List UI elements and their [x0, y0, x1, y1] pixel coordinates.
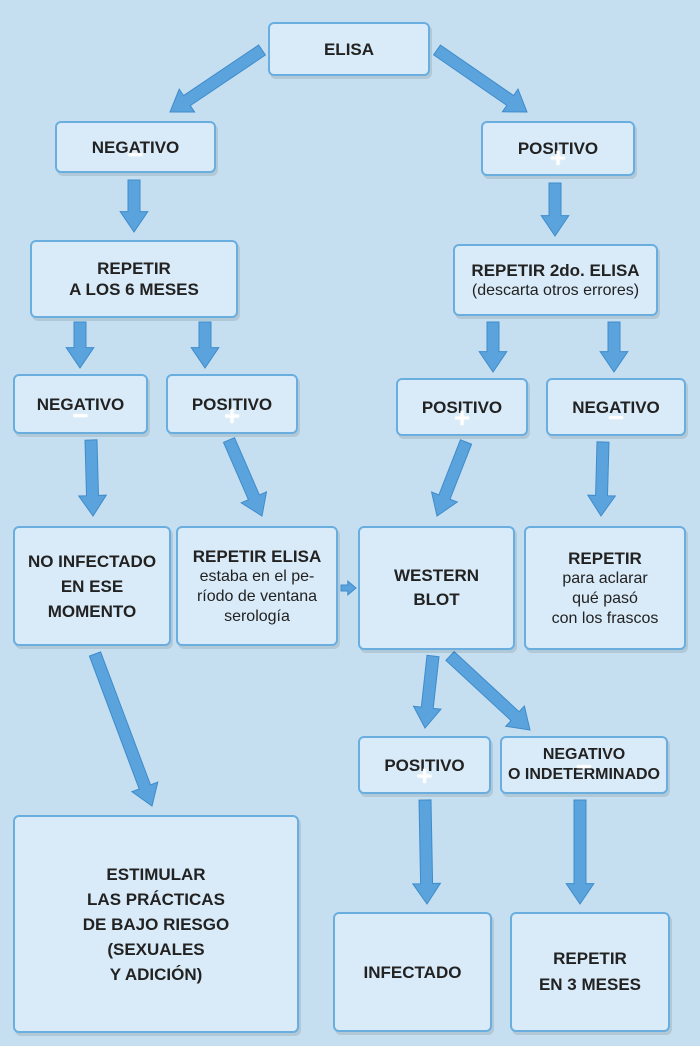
plus-sign-icon: +	[416, 760, 433, 791]
minus-sign-icon: −	[72, 400, 89, 431]
plus-sign-icon: +	[549, 142, 567, 173]
node-positivo-3: POSITIVO +	[396, 378, 528, 436]
node-negativo-2: NEGATIVO −	[13, 374, 148, 434]
arrow-western-blot-to-negativo	[445, 650, 531, 731]
arrow-positivo-to-infectado	[411, 799, 442, 905]
arrow-repetir-2do-to-negativo	[599, 321, 629, 373]
node-elisa: ELISA	[268, 22, 430, 76]
arrow-positivo-to-repetir-elisa	[222, 436, 268, 517]
minus-sign-icon: −	[607, 402, 625, 433]
arrow-positivo-to-western-blot	[430, 439, 473, 517]
node-repetir-2do-elisa: REPETIR 2do. ELISA (descarta otros error…	[453, 244, 658, 316]
node-positivo-2-title: POSITIVO	[191, 394, 273, 414]
node-estimular-title: ESTIMULAR LAS PRÁCTICAS DE BAJO RIESGO (…	[82, 864, 230, 984]
node-infectado: INFECTADO	[333, 912, 492, 1032]
minus-sign-icon: −	[575, 751, 593, 782]
arrow-elisa-to-positivo	[432, 44, 528, 113]
node-repetir-elisa: REPETIR ELISA estaba en el pe- ríodo de …	[176, 526, 338, 646]
node-no-infectado-title: NO INFECTADO EN ESE MOMENTO	[27, 551, 157, 621]
node-repetir-2do-elisa-title: REPETIR 2do. ELISA	[471, 260, 640, 280]
node-positivo-3-title: POSITIVO	[421, 397, 503, 417]
node-negativo-2-title: NEGATIVO	[36, 394, 125, 414]
arrow-elisa-to-negativo	[169, 44, 267, 113]
arrow-negativo-to-repetir-3-meses	[565, 799, 595, 905]
arrow-positivo-to-repetir-2do	[540, 182, 570, 237]
node-repetir-3-meses: REPETIR EN 3 MESES	[510, 912, 670, 1032]
node-repetir-elisa-note: estaba en el pe- ríodo de ventana serolo…	[196, 567, 318, 625]
node-negativo-indeterminado: NEGATIVO O INDETERMINADO −	[500, 736, 668, 794]
node-repetir-frascos: REPETIR para aclarar qué pasó con los fr…	[524, 526, 686, 650]
node-negativo-1-title: NEGATIVO	[91, 137, 180, 157]
node-repetir-2do-elisa-note: (descarta otros errores)	[471, 281, 640, 299]
arrow-negativo-to-repetir-6-meses	[119, 179, 149, 233]
arrow-repetir-2do-to-positivo	[478, 321, 508, 373]
arrow-repetir-6-meses-to-positivo	[190, 321, 220, 369]
node-negativo-indeterminado-title: NEGATIVO O INDETERMINADO	[508, 746, 660, 783]
minus-sign-icon: −	[127, 139, 144, 170]
node-positivo-2: POSITIVO +	[166, 374, 298, 434]
node-repetir-6-meses: REPETIR A LOS 6 MESES	[30, 240, 238, 318]
node-negativo-3: NEGATIVO −	[546, 378, 686, 436]
node-western-blot: WESTERN BLOT	[358, 526, 515, 650]
node-elisa-title: ELISA	[323, 39, 375, 59]
node-negativo-1: NEGATIVO −	[55, 121, 216, 173]
node-repetir-6-meses-title: REPETIR A LOS 6 MESES	[69, 259, 199, 299]
node-infectado-title: INFECTADO	[363, 962, 462, 982]
arrow-western-blot-to-positivo	[412, 654, 442, 729]
plus-sign-icon: +	[453, 402, 471, 433]
node-positivo-4-title: POSITIVO	[384, 755, 465, 775]
arrow-negativo-to-no-infectado	[77, 439, 108, 517]
node-western-blot-title: WESTERN BLOT	[394, 566, 479, 609]
arrow-negativo-to-repetir-frascos	[586, 441, 617, 517]
plus-sign-icon: +	[223, 400, 241, 431]
arrow-no-infectado-to-estimular	[88, 651, 159, 807]
node-negativo-3-title: NEGATIVO	[572, 397, 660, 417]
node-positivo-4: POSITIVO +	[358, 736, 491, 794]
node-no-infectado: NO INFECTADO EN ESE MOMENTO	[13, 526, 171, 646]
node-positivo-1: POSITIVO +	[481, 121, 635, 176]
node-positivo-1-title: POSITIVO	[517, 139, 599, 158]
arrow-repetir-elisa-to-western-blot	[340, 580, 357, 596]
node-repetir-elisa-title: REPETIR ELISA	[192, 546, 322, 566]
node-repetir-frascos-note: para aclarar qué pasó con los frascos	[551, 569, 659, 627]
node-repetir-frascos-title: REPETIR	[568, 548, 642, 568]
node-estimular: ESTIMULAR LAS PRÁCTICAS DE BAJO RIESGO (…	[13, 815, 299, 1033]
node-repetir-3-meses-title: REPETIR EN 3 MESES	[538, 949, 642, 994]
arrow-repetir-6-meses-to-negativo	[65, 321, 95, 369]
